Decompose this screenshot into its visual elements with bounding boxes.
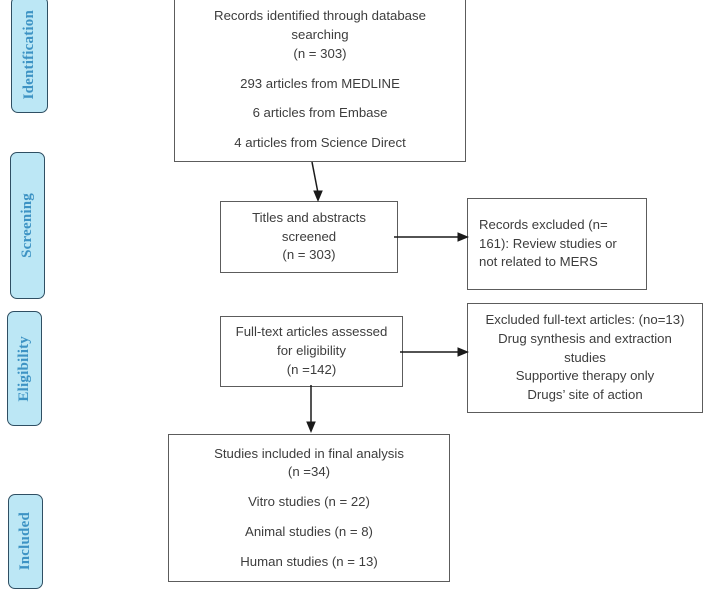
node-fulltext-excluded-line-4: Supportive therapy only [515,368,655,384]
node-included-final: Studies included in final analysis (n =3… [168,434,450,582]
node-records-identified-line-3: (n = 303) [293,45,347,61]
node-records-excluded-line-2: 161): Review studies or [479,235,617,251]
arrow-screened-to-excluded [394,232,469,242]
node-fulltext-assessed: Full-text articles assessed for eligibil… [220,316,403,387]
spacer [175,64,465,75]
phase-label-eligibility: Eligibility [7,311,42,426]
node-fulltext-excluded-line-2: Drug synthesis and extraction [498,330,672,346]
spacer [169,542,449,553]
phase-label-identification: Identification [11,0,48,113]
node-records-identified: Records identified through database sear… [174,0,466,162]
node-fulltext-assessed-line-1: Full-text articles assessed [235,324,388,340]
phase-label-included: Included [8,494,43,589]
node-fulltext-excluded-line-1: Excluded full-text articles: (no=13) [485,312,685,328]
node-records-identified-line-medline: 293 articles from MEDLINE [240,75,400,91]
node-titles-screened-line-1: Titles and abstracts [252,209,366,225]
node-included-final-line-vitro: Vitro studies (n = 22) [248,494,370,510]
node-fulltext-excluded-line-3: studies [564,349,606,365]
node-records-identified-line-1: Records identified through database [214,8,426,24]
node-fulltext-assessed-line-2: for eligibility [277,343,346,359]
node-titles-screened-line-3: (n = 303) [282,247,336,263]
arrow-fulltext-to-fulltext-excluded [400,347,469,357]
node-fulltext-assessed-line-3: (n =142) [286,361,337,377]
phase-label-eligibility-text: Eligibility [16,335,32,402]
arrow-identified-to-screened [311,161,323,202]
node-fulltext-excluded: Excluded full-text articles: (no=13) Dru… [467,303,703,413]
node-records-identified-line-embase: 6 articles from Embase [252,105,388,121]
node-records-identified-line-2: searching [291,27,349,43]
node-fulltext-excluded-line-5: Drugs’ site of action [527,387,643,403]
phase-label-screening-text: Screening [19,193,35,258]
node-included-final-line-human: Human studies (n = 13) [240,553,378,569]
phase-label-screening: Screening [10,152,45,299]
node-titles-screened: Titles and abstracts screened (n = 303) [220,201,398,273]
arrow-fulltext-to-included [306,385,316,433]
node-records-identified-line-science-direct: 4 articles from Science Direct [234,134,406,150]
node-records-excluded: Records excluded (n= 161): Review studie… [467,198,647,290]
spacer [175,123,465,134]
spacer [169,482,449,493]
node-included-final-line-animal: Animal studies (n = 8) [245,523,373,539]
node-records-excluded-line-3: not related to MERS [479,254,598,270]
spacer [175,93,465,104]
phase-label-identification-text: Identification [21,9,37,100]
node-titles-screened-line-2: screened [281,228,337,244]
node-included-final-line-1: Studies included in final analysis [214,445,404,461]
spacer [169,512,449,523]
node-included-final-line-2: (n =34) [287,464,331,480]
phase-label-included-text: Included [17,512,33,571]
node-records-excluded-line-1: Records excluded (n= [479,216,608,232]
